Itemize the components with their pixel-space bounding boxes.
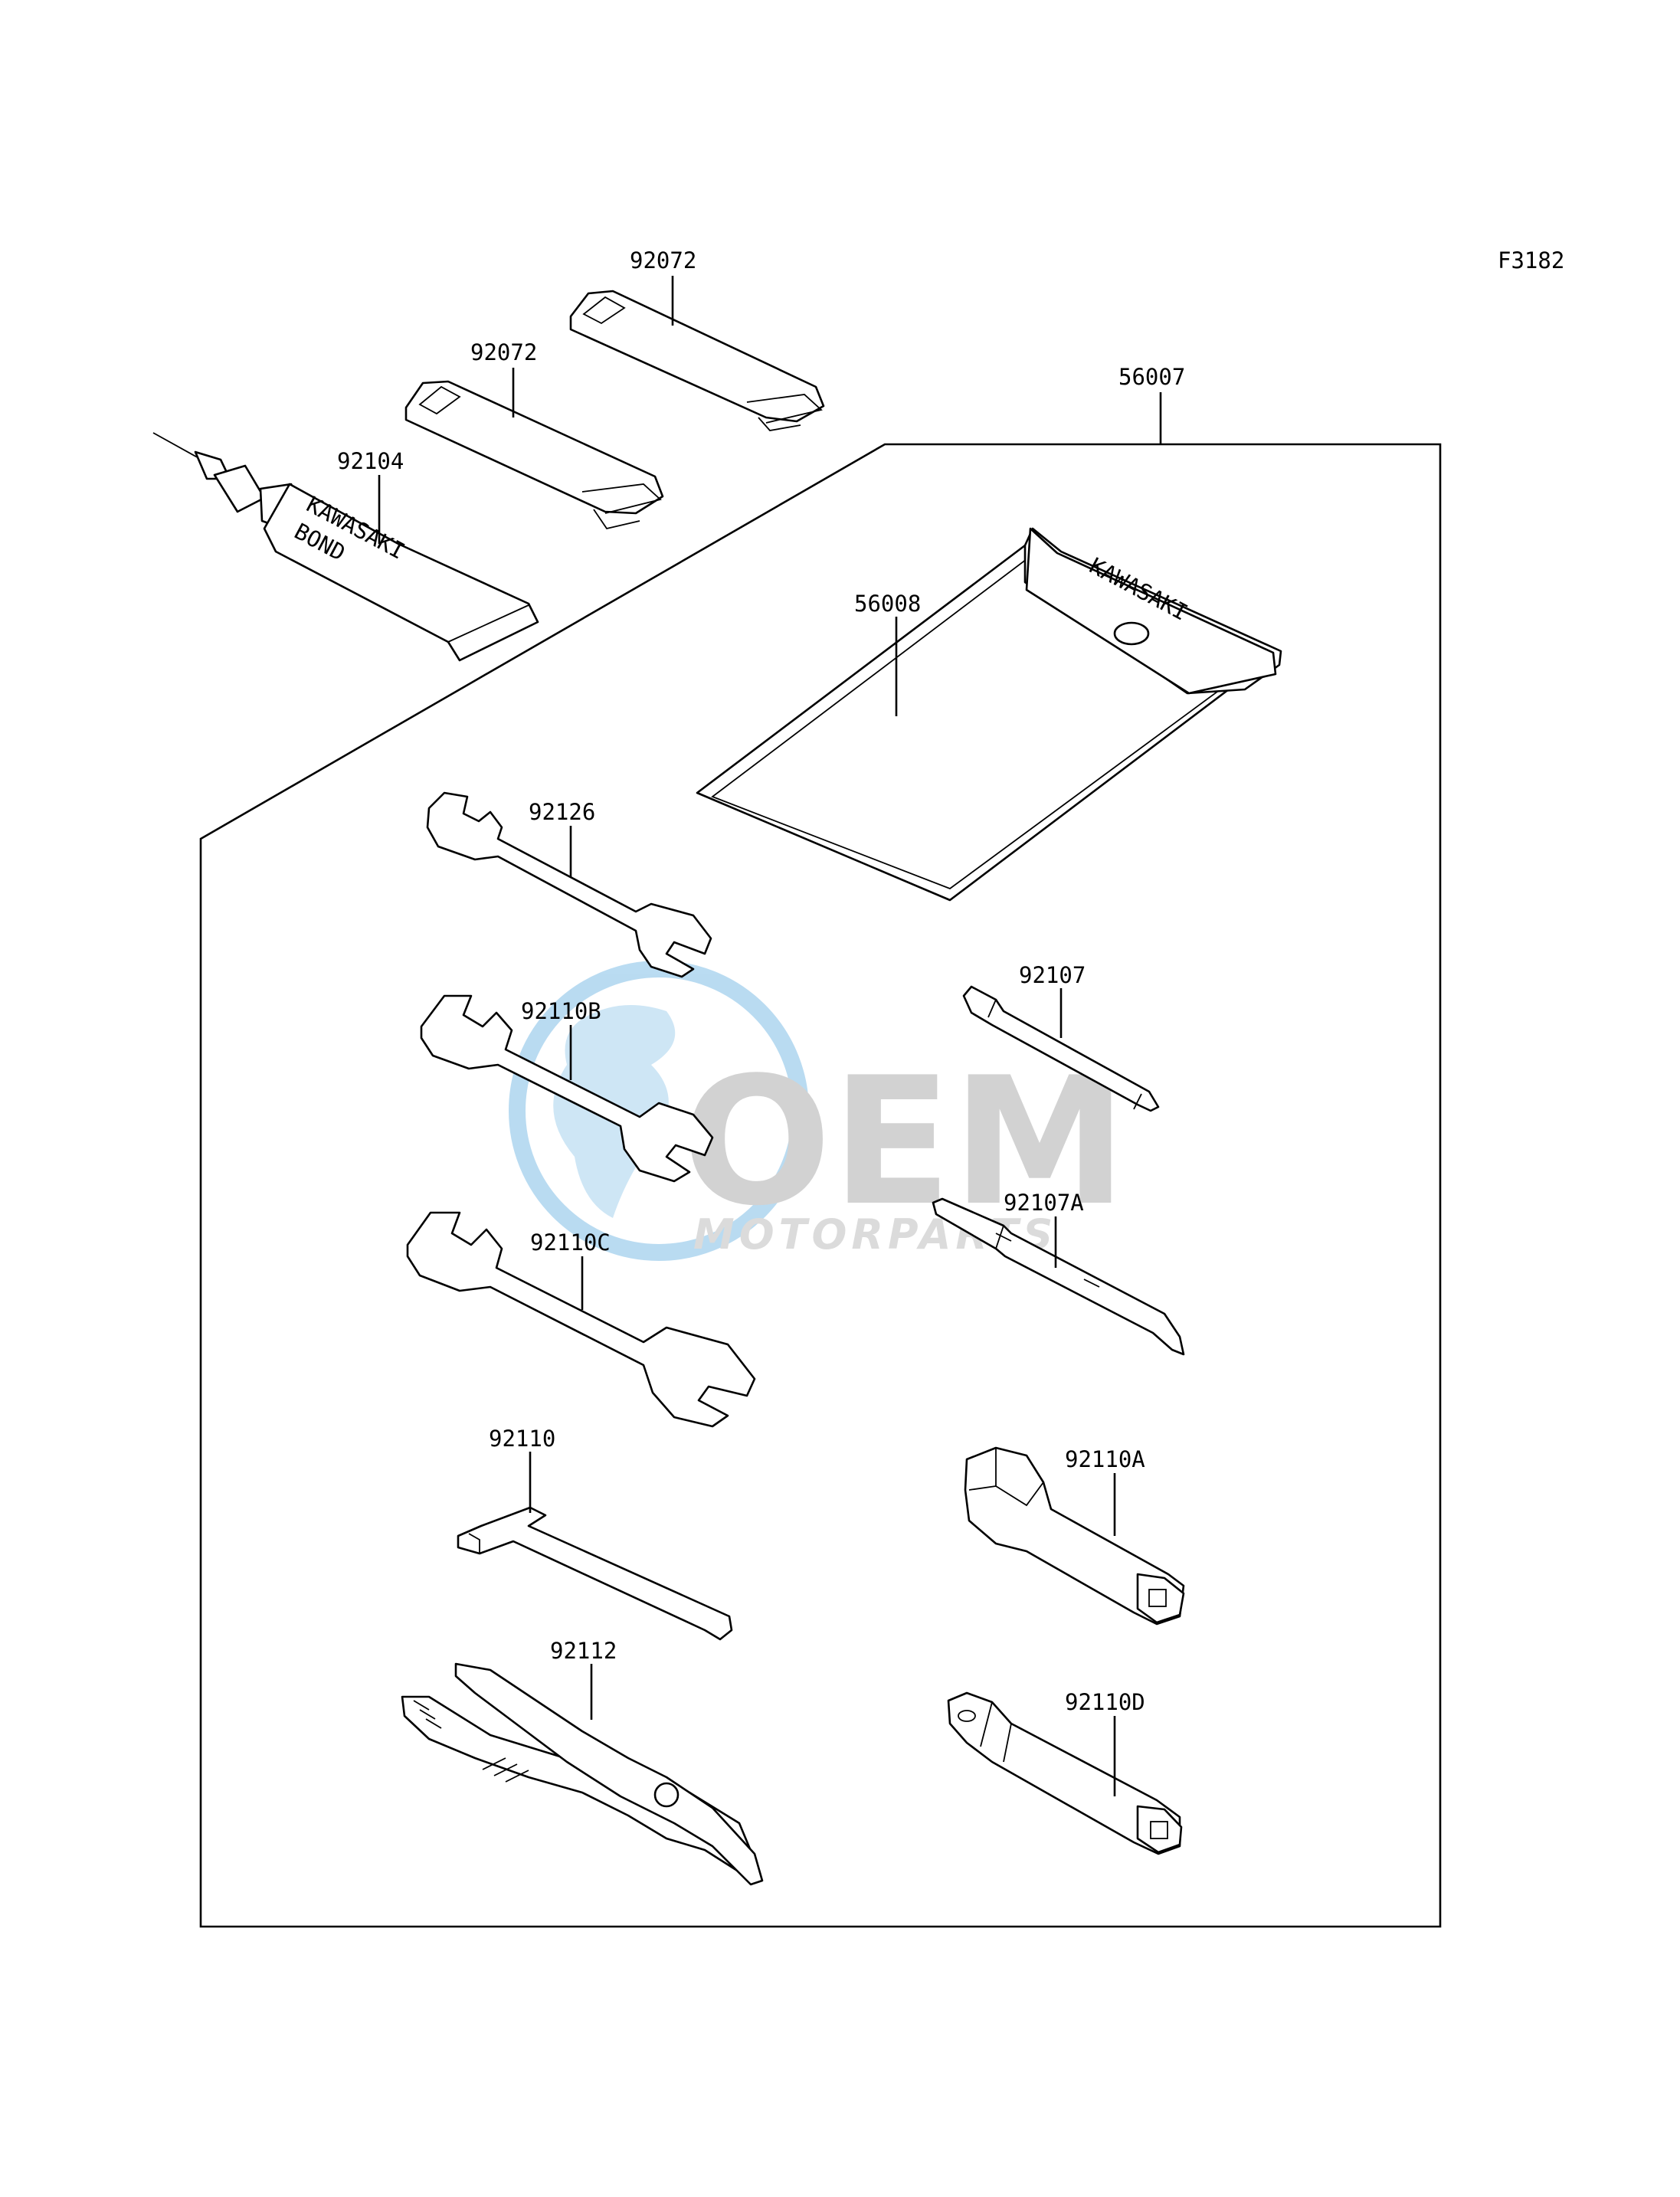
figure-code: F3182 (1498, 247, 1564, 273)
tommy-bar-hole-icon (958, 1710, 976, 1722)
snap-button-icon (1113, 621, 1150, 646)
callout-strap-upper: 92072 (630, 247, 696, 273)
watermark: OEM MOTORPARTS (509, 961, 1128, 1261)
callout-screwdriver-a: 92107A (1004, 1190, 1084, 1216)
callout-box-wrench-a: 92110A (1065, 1446, 1145, 1472)
callout-tool-case: 56008 (854, 591, 921, 617)
watermark-main-text: OEM (682, 1040, 1128, 1245)
callout-screwdriver: 92107 (1019, 962, 1086, 988)
callout-box-wrench-d: 92110D (1065, 1689, 1145, 1715)
pliers-92112 (401, 1662, 764, 1886)
box-wrench-92110a (964, 1446, 1185, 1626)
callout-wrench-92126: 92126 (529, 799, 595, 825)
callout-strap-lower: 92072 (470, 339, 537, 365)
hex-socket-icon (1148, 1589, 1167, 1607)
screwdriver-92107a (932, 1197, 1185, 1356)
callout-bond: 92104 (337, 448, 404, 474)
screwdriver-92107 (962, 985, 1160, 1112)
tool-case: KAWASAKI (696, 527, 1282, 902)
callout-wrench-92110b: 92110B (521, 998, 601, 1024)
wrench-92110c (406, 1211, 756, 1428)
strap-upper (569, 290, 825, 431)
box-wrench-92110d (947, 1691, 1183, 1855)
pivot-bolt-icon (653, 1782, 680, 1808)
callout-pliers: 92112 (550, 1638, 617, 1664)
wrench-92110b (420, 994, 714, 1183)
callout-wrench-92110c: 92110C (530, 1229, 611, 1256)
hex-socket-d-icon (1150, 1821, 1168, 1839)
hex-key-92110 (457, 1506, 733, 1641)
bond-tube: KAWASAKI BOND (152, 432, 539, 662)
callout-hex-key: 92110 (489, 1426, 555, 1452)
callout-tool-kit: 56007 (1118, 364, 1185, 390)
wrench-92126 (426, 791, 712, 978)
tool-kit-outline (199, 443, 1442, 1928)
strap-lower (404, 380, 664, 530)
